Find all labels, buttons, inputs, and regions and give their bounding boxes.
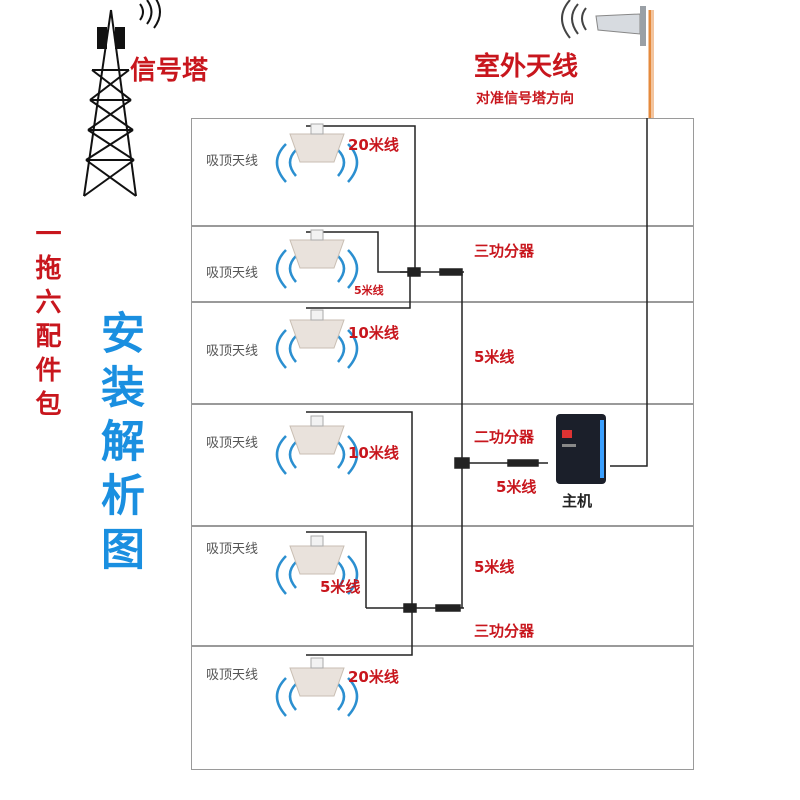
room-5-antenna-label: 吸顶天线 <box>206 542 259 557</box>
splitter-middle-label: 二功分器 <box>474 428 535 446</box>
host-label: 主机 <box>562 492 593 510</box>
room-6-cable-label: 20米线 <box>348 668 399 686</box>
diagram-title: 安装解析图 <box>93 310 144 580</box>
room-2-cable-label: 5米线 <box>354 284 384 297</box>
splitter-top-label: 三功分器 <box>474 242 535 260</box>
room-3-antenna-label: 吸顶天线 <box>206 344 259 359</box>
outdoor-antenna-label: 室外天线 <box>474 52 579 82</box>
ceiling-antenna-icons <box>275 143 359 717</box>
room-4-cable-label: 10米线 <box>348 444 399 462</box>
outdoor-antenna-icon <box>561 0 646 46</box>
tower-label: 信号塔 <box>130 56 209 86</box>
room-3-cable-label: 10米线 <box>348 324 399 342</box>
room-1-cable-label: 20米线 <box>348 136 399 154</box>
signal-tower-icon <box>83 0 161 197</box>
room-6-antenna-label: 吸顶天线 <box>206 668 259 683</box>
room-5-cable-label: 5米线 <box>320 578 361 596</box>
room-3 <box>191 302 694 404</box>
cable-upper-label: 5米线 <box>474 348 515 366</box>
cable-lower-label: 5米线 <box>474 558 515 576</box>
room-2 <box>191 226 694 302</box>
room-4 <box>191 404 694 526</box>
room-2-antenna-label: 吸顶天线 <box>206 266 259 281</box>
host-device-icon <box>556 414 606 484</box>
room-6 <box>191 646 694 770</box>
room-1 <box>191 118 694 226</box>
cable-host-label: 5米线 <box>496 478 537 496</box>
room-5 <box>191 526 694 646</box>
room-4-antenna-label: 吸顶天线 <box>206 436 259 451</box>
outdoor-antenna-note: 对准信号塔方向 <box>476 91 574 107</box>
package-label: 一拖六配件包 <box>31 220 61 424</box>
room-1-antenna-label: 吸顶天线 <box>206 154 259 169</box>
splitter-bottom-label: 三功分器 <box>474 622 535 640</box>
